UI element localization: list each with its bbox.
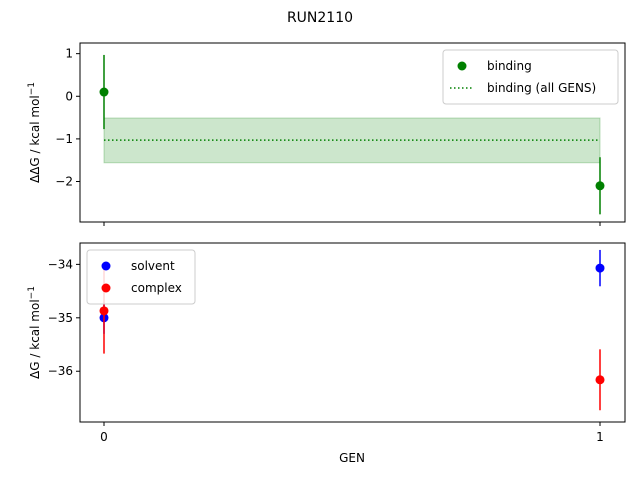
panel2-legend-label-complex: complex — [131, 281, 182, 295]
panel1-legend-marker-binding — [457, 61, 467, 71]
panel2-legend — [86, 249, 196, 305]
panel2-axes-frame — [79, 242, 626, 423]
chart-title: RUN2110 — [287, 10, 353, 26]
panel2-y-tick-label: −34 — [48, 257, 73, 271]
panel2-y-tick-label: −36 — [48, 364, 73, 378]
panel2-legend-marker-complex — [101, 283, 111, 293]
panel1-legend — [442, 49, 619, 105]
panel2-complex-point — [99, 306, 109, 316]
panel1-legend-label-binding: binding — [487, 59, 532, 73]
panel2-legend-label-solvent: solvent — [131, 259, 175, 273]
panel2-solvent-point — [595, 263, 605, 273]
panel1-y-tick-label: 0 — [65, 89, 73, 103]
panel2-complex-point — [595, 375, 605, 385]
panel1-y-tick-label: −1 — [55, 132, 73, 146]
panel2-legend-marker-solvent — [101, 261, 111, 271]
panel1-legend-label-binding-all-GENS: binding (all GENS) — [487, 81, 596, 95]
panel1-y-axis-label: ΔΔG / kcal mol−1 — [27, 82, 42, 183]
panel1-y-tick-label: 1 — [65, 47, 73, 61]
panel1-binding-point — [99, 87, 109, 97]
panel1-binding-point — [595, 181, 605, 191]
x-axis-label: GEN — [339, 451, 365, 465]
panel1-axes-frame — [79, 42, 626, 223]
panel2-y-axis-label: ΔG / kcal mol−1 — [27, 286, 42, 379]
x-tick-label: 0 — [100, 430, 108, 444]
x-tick-label: 1 — [596, 430, 604, 444]
panel1-y-tick-label: −2 — [55, 175, 73, 189]
panel2-y-tick-label: −35 — [48, 311, 73, 325]
